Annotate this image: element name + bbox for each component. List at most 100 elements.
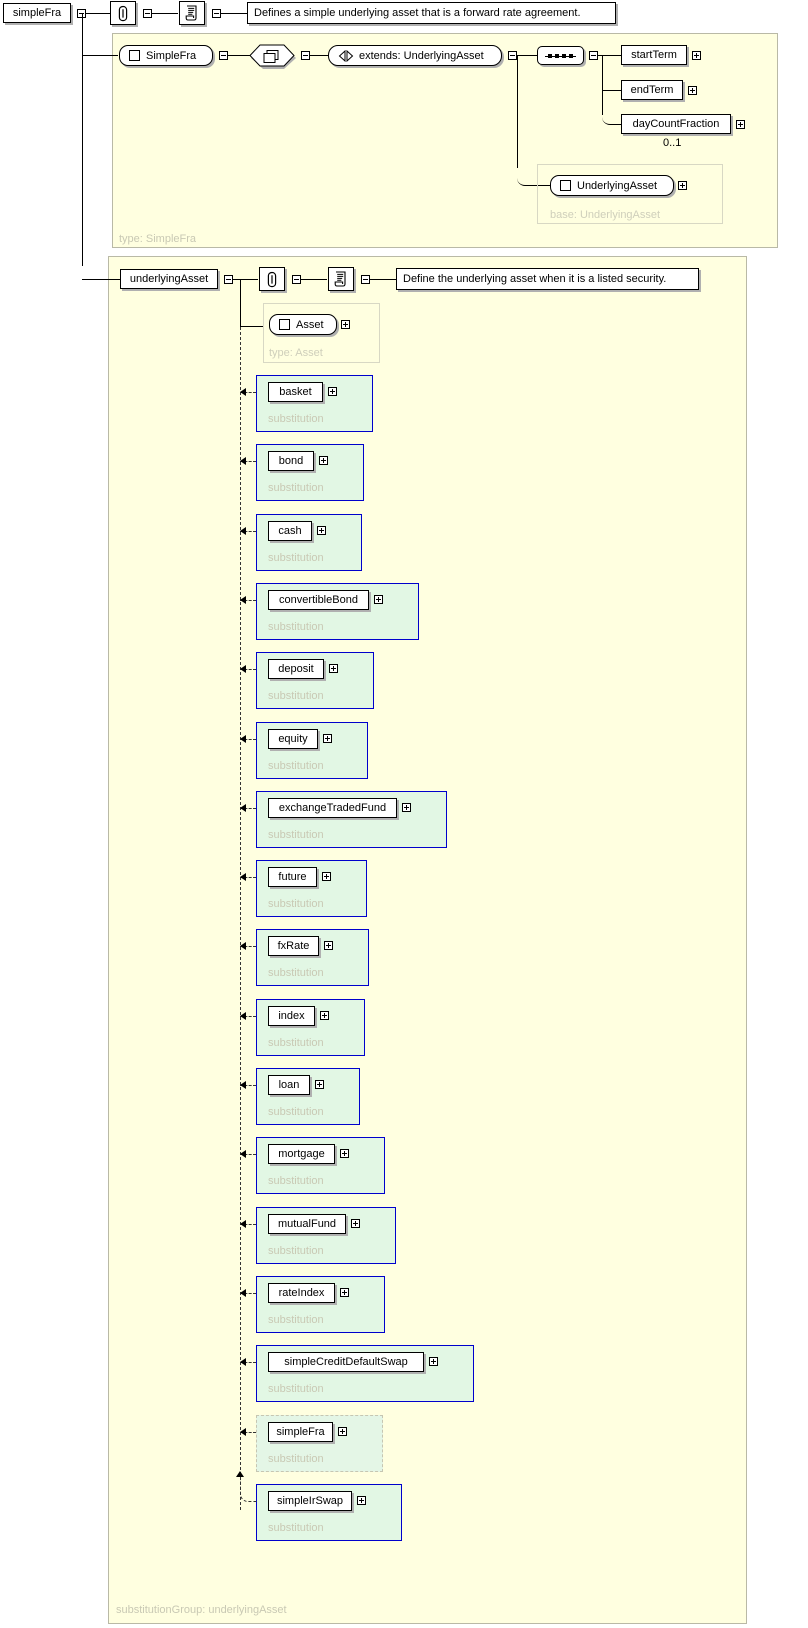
root-collapse-toggle[interactable] bbox=[77, 9, 86, 18]
substitution-element-deposit[interactable]: deposit bbox=[268, 659, 324, 679]
annotation-collapse-toggle[interactable] bbox=[143, 9, 152, 18]
daycountfraction-expand-toggle[interactable] bbox=[736, 120, 745, 129]
expand-toggle-exchangetradedfund[interactable] bbox=[402, 803, 411, 812]
expand-toggle-simplecreditdefaultswap[interactable] bbox=[429, 1357, 438, 1366]
substitution-element-basket[interactable]: basket bbox=[268, 382, 323, 402]
complextype-node[interactable] bbox=[249, 44, 295, 67]
element-square-icon bbox=[279, 319, 290, 330]
base-type-reference-label: UnderlyingAsset bbox=[577, 179, 658, 192]
substitution-element-label: rateIndex bbox=[278, 1286, 325, 1299]
substitution-arrow-icon bbox=[240, 1428, 246, 1436]
substitution-connector bbox=[240, 946, 256, 947]
substitution-footer-label: substitution bbox=[268, 621, 324, 633]
substitution-element-bond[interactable]: bond bbox=[268, 451, 314, 471]
substitution-element-rateindex[interactable]: rateIndex bbox=[268, 1283, 335, 1303]
substitution-element-label: deposit bbox=[278, 662, 314, 675]
expand-toggle-rateindex[interactable] bbox=[340, 1288, 349, 1297]
substitution-annotation-toggle[interactable] bbox=[292, 275, 301, 284]
extension-node[interactable]: extends: UnderlyingAsset bbox=[328, 45, 502, 66]
expand-toggle-mortgage[interactable] bbox=[340, 1149, 349, 1158]
child-element-daycountfraction[interactable]: dayCountFraction bbox=[621, 114, 731, 134]
expand-toggle-index[interactable] bbox=[320, 1011, 329, 1020]
substitution-element-cash[interactable]: cash bbox=[268, 521, 312, 541]
substitution-head-element[interactable]: underlyingAsset bbox=[120, 269, 218, 289]
substitution-arrow-up-icon bbox=[236, 1471, 244, 1477]
child-element-startterm-label: startTerm bbox=[631, 48, 677, 61]
expand-toggle-deposit[interactable] bbox=[329, 664, 338, 673]
substitution-connector bbox=[240, 1224, 256, 1225]
substitution-arrow-icon bbox=[240, 804, 246, 812]
asset-type-reference-label: Asset bbox=[296, 318, 324, 331]
expand-toggle-basket[interactable] bbox=[328, 387, 337, 396]
sequence-toggle[interactable] bbox=[589, 51, 598, 60]
type-reference-simplefra[interactable]: SimpleFra bbox=[119, 45, 213, 66]
asset-type-expand-toggle[interactable] bbox=[341, 320, 350, 329]
substitution-head-label: underlyingAsset bbox=[129, 272, 209, 285]
startterm-expand-toggle[interactable] bbox=[692, 51, 701, 60]
connector-complextype-to-extension bbox=[310, 55, 328, 56]
substitution-element-simplefra[interactable]: simpleFra bbox=[268, 1422, 333, 1442]
documentation-icon-box[interactable] bbox=[179, 1, 205, 25]
type-panel bbox=[112, 33, 778, 248]
substitution-connector-elbow bbox=[240, 1479, 257, 1502]
expand-toggle-future[interactable] bbox=[322, 872, 331, 881]
substitution-documentation-toggle[interactable] bbox=[361, 275, 370, 284]
expand-toggle-convertiblebond[interactable] bbox=[374, 595, 383, 604]
child-element-endterm[interactable]: endTerm bbox=[621, 80, 683, 100]
expand-toggle-loan[interactable] bbox=[315, 1080, 324, 1089]
base-type-reference-underlyingasset[interactable]: UnderlyingAsset bbox=[550, 175, 674, 196]
expand-toggle-cash[interactable] bbox=[317, 526, 326, 535]
substitution-documentation-icon-box[interactable] bbox=[328, 267, 354, 291]
substitution-connector bbox=[240, 1085, 256, 1086]
substitution-footer-label: substitution bbox=[268, 413, 324, 425]
substitution-head-toggle[interactable] bbox=[224, 275, 233, 284]
expand-toggle-simpleirswap[interactable] bbox=[357, 1496, 366, 1505]
substitution-element-exchangetradedfund[interactable]: exchangeTradedFund bbox=[268, 798, 397, 818]
substitution-element-fxrate[interactable]: fxRate bbox=[268, 936, 319, 956]
endterm-expand-toggle[interactable] bbox=[688, 86, 697, 95]
connector-extension-to-sequence bbox=[517, 55, 537, 56]
substitution-element-simpleirswap[interactable]: simpleIrSwap bbox=[268, 1491, 352, 1511]
expand-toggle-simplefra[interactable] bbox=[338, 1427, 347, 1436]
expand-toggle-mutualfund[interactable] bbox=[351, 1219, 360, 1228]
asset-type-reference[interactable]: Asset bbox=[269, 314, 337, 335]
root-element-simplefra[interactable]: simpleFra bbox=[3, 3, 71, 23]
simplefra-capsule-toggle[interactable] bbox=[219, 51, 228, 60]
base-type-expand-toggle[interactable] bbox=[678, 181, 687, 190]
extension-toggle[interactable] bbox=[508, 51, 517, 60]
substitution-element-future[interactable]: future bbox=[268, 867, 317, 887]
substitution-element-mortgage[interactable]: mortgage bbox=[268, 1144, 335, 1164]
substitution-element-label: cash bbox=[278, 524, 302, 537]
substitution-connector bbox=[240, 1432, 256, 1433]
substitution-connector bbox=[240, 1362, 256, 1363]
substitution-element-convertiblebond[interactable]: convertibleBond bbox=[268, 590, 369, 610]
substitution-element-equity[interactable]: equity bbox=[268, 729, 318, 749]
documentation-collapse-toggle[interactable] bbox=[212, 9, 221, 18]
connector-substitution-doc-to-text bbox=[370, 279, 396, 280]
expand-toggle-fxrate[interactable] bbox=[324, 941, 333, 950]
expand-toggle-bond[interactable] bbox=[319, 456, 328, 465]
expand-toggle-equity[interactable] bbox=[323, 734, 332, 743]
documentation-icon bbox=[185, 5, 197, 21]
sequence-bar bbox=[545, 55, 576, 57]
substitution-annotation-paperclip-icon-box[interactable] bbox=[259, 267, 285, 291]
element-square-icon bbox=[129, 50, 140, 61]
sequence-node[interactable] bbox=[537, 46, 584, 65]
annotation-paperclip-icon-box[interactable] bbox=[110, 1, 136, 25]
connector-substitution-annotation-to-doc bbox=[301, 279, 327, 280]
substitution-element-index[interactable]: index bbox=[268, 1006, 315, 1026]
substitution-element-loan[interactable]: loan bbox=[268, 1075, 310, 1095]
sequence-dot-2 bbox=[555, 53, 559, 58]
substitution-footer-label: substitution bbox=[268, 1106, 324, 1118]
substitution-connector bbox=[240, 461, 256, 462]
connector-head-to-annotation bbox=[233, 279, 258, 280]
substitution-connector bbox=[240, 392, 256, 393]
complextype-toggle[interactable] bbox=[301, 51, 310, 60]
substitution-element-simplecreditdefaultswap[interactable]: simpleCreditDefaultSwap bbox=[268, 1352, 424, 1372]
child-element-startterm[interactable]: startTerm bbox=[621, 45, 687, 65]
substitution-connector bbox=[240, 877, 256, 878]
substitution-element-mutualfund[interactable]: mutualFund bbox=[268, 1214, 346, 1234]
substitution-element-label: index bbox=[278, 1009, 305, 1022]
substitution-footer-label: substitution bbox=[268, 1453, 324, 1465]
